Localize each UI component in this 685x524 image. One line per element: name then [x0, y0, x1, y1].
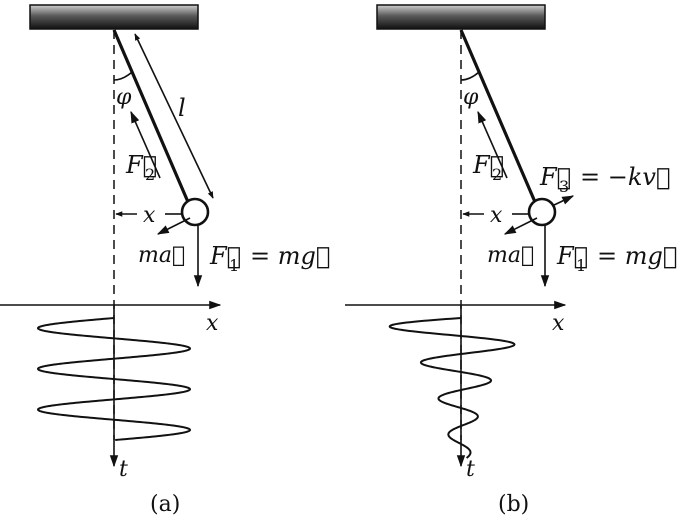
- tension-label-a: F⃗ 2: [125, 151, 157, 184]
- bob-b: [527, 197, 557, 227]
- svg-text:= −kv⃗: = −kv⃗: [580, 163, 670, 191]
- t-axis-label-a: t: [119, 457, 128, 482]
- x-axis-label-a: x: [206, 311, 219, 336]
- svg-text:F⃗: F⃗: [556, 242, 588, 270]
- svg-text:F⃗: F⃗: [472, 151, 504, 179]
- svg-text:= mg⃗: = mg⃗: [250, 242, 330, 270]
- length-label-a: l: [178, 94, 186, 122]
- acceleration-label-b: ma⃗: [487, 243, 534, 268]
- caption-b: (b): [498, 492, 529, 517]
- drag-arrow-b: [551, 195, 575, 207]
- gravity-label-b: F⃗ 1 = mg⃗: [556, 242, 677, 275]
- caption-a: (a): [150, 492, 180, 517]
- damped-trace-b: [388, 317, 516, 459]
- gravity-label-a: F⃗ 1 = mg⃗: [209, 242, 330, 275]
- rod-b: [459, 29, 537, 203]
- bob-a: [180, 197, 210, 227]
- length-dimension-a: [134, 33, 214, 199]
- svg-text:2: 2: [145, 165, 155, 184]
- tension-arrow-b: [477, 110, 508, 179]
- angle-label-b: φ: [463, 85, 479, 110]
- ceiling-b: [376, 4, 546, 30]
- acceleration-arrow-a: [156, 217, 191, 235]
- tension-label-b: F⃗ 2: [472, 151, 504, 184]
- panel-b: φ F⃗ 2 F⃗ 3 = −kv⃗ x ma⃗ F⃗ 1 = mg⃗ x: [345, 4, 677, 517]
- acceleration-label-a: ma⃗: [138, 243, 185, 268]
- svg-text:1: 1: [576, 256, 586, 275]
- svg-text:2: 2: [492, 165, 502, 184]
- angle-arc-a: [113, 71, 133, 81]
- angle-label-a: φ: [116, 85, 132, 110]
- svg-text:F⃗: F⃗: [125, 151, 157, 179]
- displacement-label-b: x: [490, 203, 503, 228]
- svg-text:1: 1: [229, 256, 239, 275]
- panel-a: φ l F⃗ 2 x ma⃗ F⃗ 1 = mg⃗ x t (a): [0, 4, 330, 517]
- svg-text:F⃗: F⃗: [539, 163, 571, 191]
- x-axis-label-b: x: [552, 311, 565, 336]
- acceleration-arrow-b: [503, 217, 538, 235]
- displacement-label-a: x: [143, 203, 156, 228]
- svg-text:3: 3: [559, 177, 569, 196]
- svg-text:= mg⃗: = mg⃗: [597, 242, 677, 270]
- svg-text:F⃗: F⃗: [209, 242, 241, 270]
- drag-label-b: F⃗ 3 = −kv⃗: [539, 163, 670, 196]
- undamped-trace-a: [36, 317, 192, 441]
- t-axis-label-b: t: [466, 457, 475, 482]
- tension-arrow-a: [130, 110, 161, 179]
- ceiling-a: [29, 4, 199, 30]
- angle-arc-b: [460, 71, 480, 81]
